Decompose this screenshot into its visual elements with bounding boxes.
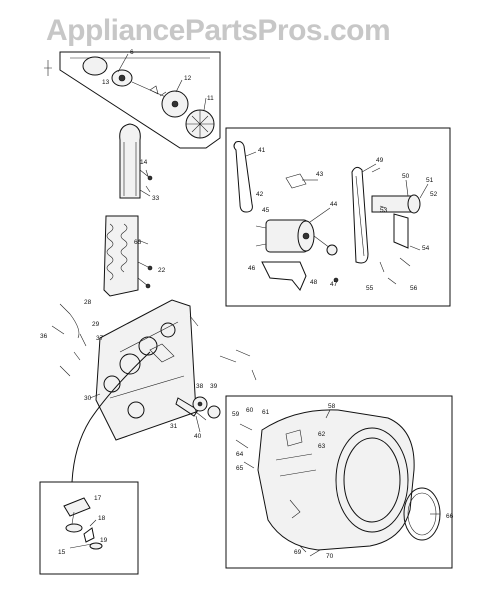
callouts-inset: 17 18 19 15	[58, 495, 108, 556]
top-blower-assembly	[44, 51, 221, 149]
callout-42: 42	[256, 191, 264, 198]
callout-14: 14	[140, 159, 148, 166]
callout-49: 49	[376, 157, 384, 164]
callout-60: 60	[246, 407, 254, 414]
leader-lines	[89, 53, 440, 515]
watermark-text: AppliancePartsPros.com	[46, 14, 391, 47]
callout-13: 13	[102, 79, 110, 86]
callout-40: 40	[194, 433, 202, 440]
callout-63: 63	[318, 443, 326, 450]
heater-housing	[103, 215, 153, 297]
callout-18: 18	[98, 515, 106, 522]
callout-38: 38	[196, 383, 204, 390]
motor-belt-box	[225, 127, 451, 307]
callout-47: 47	[330, 281, 338, 288]
callout-64: 64	[236, 451, 244, 458]
callouts-bulkhead: 28 29 30 31 36 37 38 39 40	[40, 299, 218, 440]
callout-17: 17	[94, 495, 102, 502]
callout-69: 69	[294, 549, 302, 556]
callout-53: 53	[380, 207, 388, 214]
callout-56: 56	[410, 285, 418, 292]
callout-59: 59	[232, 411, 240, 418]
callout-36: 36	[40, 333, 48, 340]
callout-6: 6	[130, 49, 134, 56]
callout-65: 65	[236, 465, 244, 472]
callout-39: 39	[210, 383, 218, 390]
rear-bulkhead	[51, 299, 207, 441]
callout-66-heater: 66	[134, 239, 142, 246]
callout-30: 30	[84, 395, 92, 402]
callout-19: 19	[100, 537, 108, 544]
callout-44: 44	[330, 201, 338, 208]
callout-37: 37	[96, 335, 104, 342]
exhaust-duct	[119, 123, 153, 199]
callouts-drum: 58 59 60 61 62 63 64 65 66 69 70	[232, 403, 454, 560]
callout-41: 41	[258, 147, 266, 154]
callouts-motor-box: 41 42 43 44 45 46 47 48 49 50 51 52 53 5…	[248, 147, 438, 292]
callout-66-drum: 66	[446, 513, 454, 520]
wire-harness	[71, 351, 151, 483]
callout-62: 62	[318, 431, 326, 438]
drum-box	[225, 395, 453, 569]
callout-43: 43	[316, 171, 324, 178]
callout-22: 22	[158, 267, 166, 274]
inset-detail-box	[39, 481, 139, 575]
callout-15: 15	[58, 549, 66, 556]
callout-55: 55	[366, 285, 374, 292]
callout-54: 54	[422, 245, 430, 252]
callout-51: 51	[426, 177, 434, 184]
callout-12: 12	[184, 75, 192, 82]
callout-61: 61	[262, 409, 270, 416]
callout-45: 45	[262, 207, 270, 214]
roller-parts	[192, 349, 257, 419]
callout-11: 11	[207, 95, 214, 102]
callout-58: 58	[328, 403, 336, 410]
callout-31: 31	[170, 423, 178, 430]
callout-48: 48	[310, 279, 318, 286]
callout-28: 28	[84, 299, 92, 306]
callout-46: 46	[248, 265, 256, 272]
callout-52: 52	[430, 191, 438, 198]
callouts-top: 6 12 11 13 14 33 66 22	[102, 49, 214, 274]
callout-70: 70	[326, 553, 334, 560]
callout-29: 29	[92, 321, 100, 328]
callout-33: 33	[152, 195, 160, 202]
callout-50: 50	[402, 173, 410, 180]
